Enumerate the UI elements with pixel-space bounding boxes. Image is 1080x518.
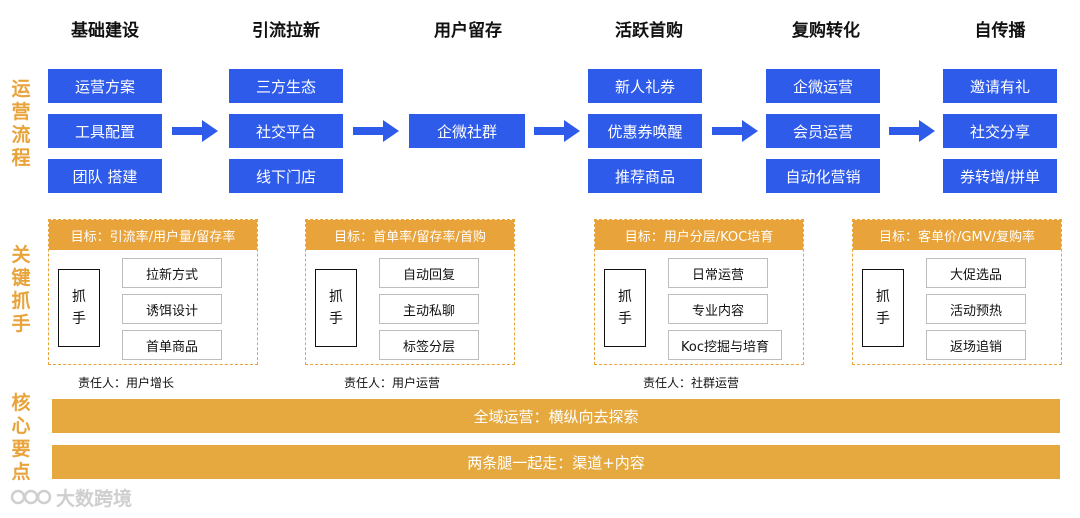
grip-label: 抓 手	[315, 269, 357, 347]
grip-label: 抓 手	[58, 269, 100, 347]
column-header-6: 自传播	[974, 21, 1026, 41]
flow-box: 邀请有礼	[943, 69, 1057, 103]
side-label-flow: 运营流程	[11, 78, 31, 169]
grip-item: 活动预热	[926, 294, 1026, 324]
grip-item: Koc挖掘与培育	[668, 330, 782, 360]
column-header-4: 活跃首购	[615, 21, 683, 41]
flow-box: 自动化营销	[766, 159, 880, 193]
grip-item: 返场追销	[926, 330, 1026, 360]
grip-item: 标签分层	[379, 330, 479, 360]
grip-item: 拉新方式	[122, 258, 222, 288]
grip-item: 大促选品	[926, 258, 1026, 288]
watermark-text: 大数跨境	[56, 487, 133, 510]
core-bar-1: 全域运营：横纵向去探索	[52, 399, 1060, 433]
flow-box: 优惠券唤醒	[588, 114, 702, 148]
flow-box: 企微社群	[409, 114, 525, 148]
goal-header: 目标：引流率/用户量/留存率	[49, 220, 257, 250]
grip-item: 日常运营	[668, 258, 768, 288]
flow-box: 三方生态	[229, 69, 343, 103]
key-panel-2: 目标：首单率/留存率/首购 抓 手 自动回复 主动私聊 标签分层	[305, 219, 515, 365]
flow-box: 社交平台	[229, 114, 343, 148]
flow-box: 运营方案	[48, 69, 162, 103]
flow-box: 工具配置	[48, 114, 162, 148]
flow-box: 线下门店	[229, 159, 343, 193]
column-header-2: 引流拉新	[252, 21, 320, 41]
owner-label: 责任人：用户运营	[344, 376, 441, 390]
flow-box: 会员运营	[766, 114, 880, 148]
flow-box: 社交分享	[943, 114, 1057, 148]
flow-box: 新人礼券	[588, 69, 702, 103]
logo-icon	[10, 489, 52, 505]
flow-box: 企微运营	[766, 69, 880, 103]
grip-label: 抓 手	[604, 269, 646, 347]
flow-box: 券转增/拼单	[943, 159, 1057, 193]
arrow-right-icon	[889, 120, 935, 142]
goal-header: 目标：首单率/留存率/首购	[306, 220, 514, 250]
owner-label: 责任人：用户增长	[78, 376, 175, 390]
column-header-1: 基础建设	[71, 21, 139, 41]
arrow-right-icon	[712, 120, 758, 142]
grip-item: 自动回复	[379, 258, 479, 288]
grip-item: 主动私聊	[379, 294, 479, 324]
grip-item: 首单商品	[122, 330, 222, 360]
grip-item: 诱饵设计	[122, 294, 222, 324]
column-header-3: 用户留存	[434, 21, 502, 41]
core-bar-2: 两条腿一起走：渠道+内容	[52, 445, 1060, 479]
grip-label: 抓 手	[862, 269, 904, 347]
grip-item: 专业内容	[668, 294, 768, 324]
goal-header: 目标：客单价/GMV/复购率	[853, 220, 1061, 250]
arrow-right-icon	[172, 120, 218, 142]
side-label-core: 核心要点	[11, 392, 31, 483]
key-panel-3: 目标：用户分层/KOC培育 抓 手 日常运营 专业内容 Koc挖掘与培育	[594, 219, 804, 365]
flow-box: 推荐商品	[588, 159, 702, 193]
key-panel-4: 目标：客单价/GMV/复购率 抓 手 大促选品 活动预热 返场追销	[852, 219, 1062, 365]
watermark: 大数跨境	[10, 484, 132, 510]
key-panel-1: 目标：引流率/用户量/留存率 抓 手 拉新方式 诱饵设计 首单商品	[48, 219, 258, 365]
flow-box: 团队 搭建	[48, 159, 162, 193]
arrow-right-icon	[534, 120, 580, 142]
goal-header: 目标：用户分层/KOC培育	[595, 220, 803, 250]
owner-label: 责任人：社群运营	[643, 376, 740, 390]
column-header-5: 复购转化	[792, 21, 860, 41]
side-label-key: 关键抓手	[11, 244, 31, 335]
arrow-right-icon	[353, 120, 399, 142]
